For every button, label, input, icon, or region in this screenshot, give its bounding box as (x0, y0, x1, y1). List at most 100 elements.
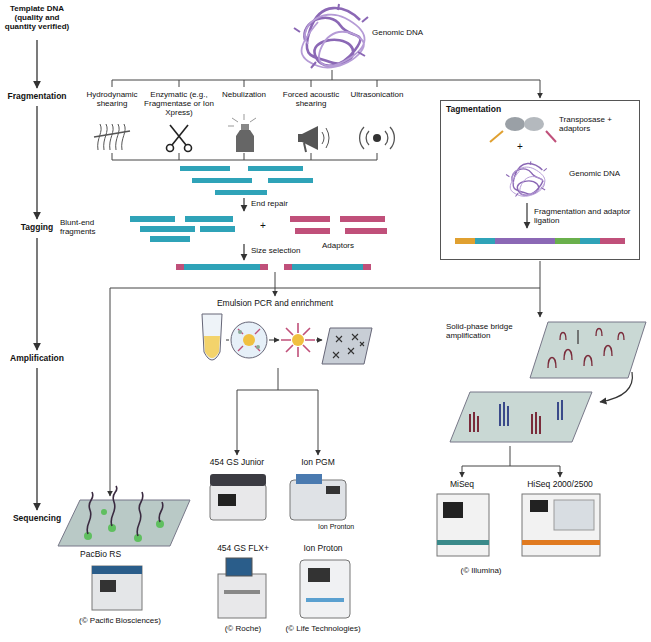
gs-junior-instrument (210, 474, 266, 520)
step-label: Fragmentation and adaptor ligation (534, 207, 636, 225)
hydrodynamic-icon (116, 124, 119, 150)
gs-junior-instrument (210, 474, 266, 486)
part-label: Genomic DNA (372, 28, 442, 37)
flow-line (560, 466, 561, 477)
miseq-instrument (443, 502, 463, 518)
transposase-icon (490, 131, 503, 142)
box-heading: Tagmentation (446, 105, 546, 115)
pico-plate (333, 334, 364, 358)
pacbio-instrument (92, 566, 142, 574)
stage-arrow (36, 368, 37, 510)
ion-pgm-instrument (290, 480, 346, 520)
scissors-icon (172, 125, 188, 145)
converge-line (311, 153, 312, 160)
gs-flx-instrument (224, 590, 260, 594)
size-selection-arrow (243, 244, 244, 260)
tagmentation-box: TagmentationTransposase + adaptors+Genom… (440, 100, 640, 260)
miseq-instrument (437, 540, 489, 545)
tree-line (244, 80, 245, 87)
adaptor-fragment (340, 216, 385, 222)
copyright-note: (© Roche) (204, 624, 282, 633)
ion-proton-instrument (308, 568, 330, 582)
blunt-end-fragment (140, 226, 195, 232)
ultrasound-icon (373, 134, 381, 142)
flow-line (110, 288, 111, 496)
hydrodynamic-icon (104, 124, 107, 150)
scissors-icon (167, 125, 192, 152)
ion-pgm-instrument (326, 486, 340, 494)
flow-line (269, 340, 279, 341)
flow-line (226, 340, 229, 341)
tagged-fragment (455, 238, 475, 244)
ultrasound-icon (366, 131, 388, 145)
converge-line (377, 153, 378, 160)
transposase-icon (505, 117, 525, 131)
tagged-fragment (455, 238, 625, 244)
megaphone-icon (322, 128, 329, 148)
flow-cell (548, 329, 624, 369)
plus-sign: + (256, 220, 270, 232)
hiseq-instrument (554, 500, 594, 530)
ion-pgm-instrument (290, 474, 346, 520)
tree-line (332, 70, 333, 80)
transposase-icon (546, 131, 556, 142)
flow-line (462, 466, 463, 477)
dna-fragment (180, 166, 230, 171)
converge-line (244, 153, 245, 160)
smrt-cell (58, 500, 190, 546)
converge-line (179, 153, 180, 160)
blunt-end-fragment (130, 216, 235, 242)
dna-tangle (294, 4, 368, 68)
emulsion-droplet (256, 345, 260, 349)
ion-proton-instrument (300, 560, 350, 618)
part-label: Transposase + adaptors (559, 115, 637, 133)
gs-flx-instrument (218, 558, 266, 618)
bead (281, 323, 315, 357)
flow-line (110, 288, 540, 289)
stage-label: Amplification (2, 354, 72, 364)
hydrodynamic-icon (94, 131, 130, 137)
scissors-icon (167, 145, 174, 152)
method-label: Forced acoustic shearing (278, 90, 344, 108)
tagged-fragment (580, 238, 600, 244)
gs-junior-instrument (218, 494, 236, 506)
emulsion-droplet (243, 334, 255, 346)
stage-label: Fragmentation (2, 92, 72, 102)
gs-junior-instrument (210, 484, 266, 520)
miseq-instrument (437, 494, 489, 556)
flow-line (462, 466, 560, 467)
instrument-label: 454 GS FLX+ (204, 544, 282, 554)
converge-line (112, 153, 113, 160)
method-label: Hydrodynamic shearing (78, 90, 146, 108)
instrument-label: Ion Pronton (318, 523, 368, 531)
emulsion-droplet (238, 330, 242, 334)
ion-proton-instrument (306, 598, 344, 602)
ion-proton-instrument (300, 560, 350, 618)
dna-fragment (192, 178, 252, 183)
blunt-end-fragment (200, 226, 235, 232)
megaphone-icon (298, 126, 329, 152)
pico-plate (322, 328, 372, 364)
flow-line (275, 288, 276, 296)
converge-line (112, 160, 377, 161)
ultrasound-icon (360, 127, 395, 149)
adapted-fragment (290, 264, 365, 270)
end-repair-arrow (243, 198, 244, 211)
scissors-icon (185, 145, 192, 152)
transposase-icon (524, 117, 544, 131)
ultrasound-icon (360, 127, 395, 149)
adaptor-fragment (345, 228, 387, 234)
cluster-flow-cell (532, 412, 540, 434)
part-label: Genomic DNA (569, 169, 637, 178)
flow-line (318, 390, 319, 455)
tree-line (112, 80, 540, 81)
ion-pgm-instrument (296, 474, 322, 484)
instrument-label: PacBio RS (80, 550, 150, 560)
adapted-fragment (176, 264, 371, 270)
flow-line (110, 261, 540, 496)
smrt-cell (87, 492, 93, 534)
transposase-icon (490, 117, 556, 142)
emulsion-droplet (231, 322, 267, 358)
pacbio-instrument (100, 580, 116, 592)
flow-cell (577, 330, 579, 344)
